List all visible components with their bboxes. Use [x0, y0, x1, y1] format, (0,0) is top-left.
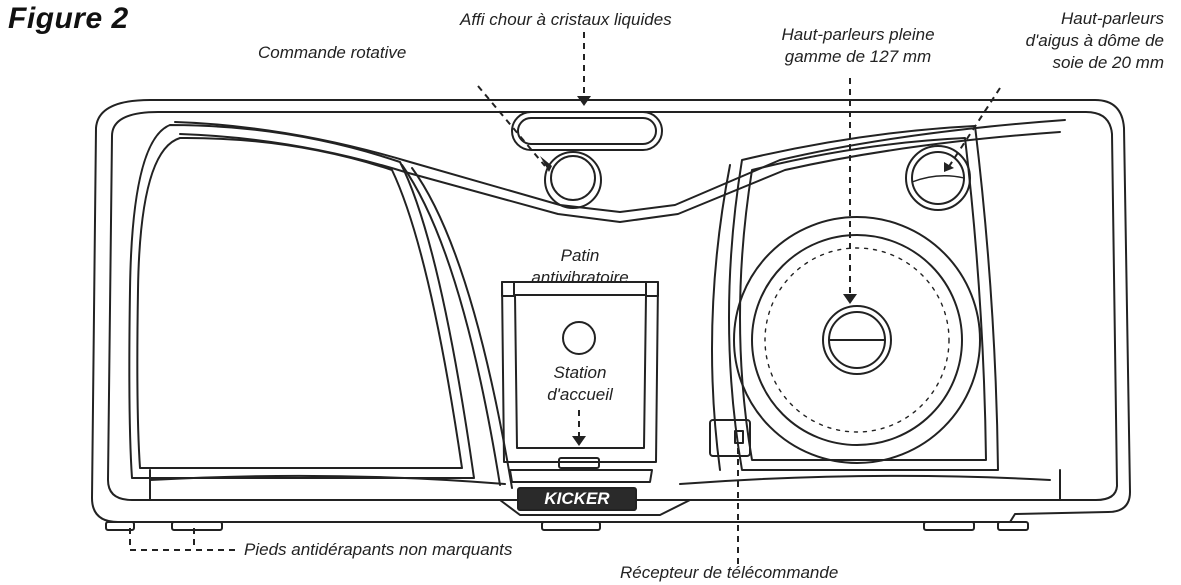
label-lcd: Affi chour à cristaux liquides [460, 10, 672, 29]
left-side-strip [401, 164, 501, 486]
label-knob: Commande rotative [258, 43, 407, 62]
dock-button [562, 321, 596, 355]
right-side-strip [711, 164, 731, 471]
arrow-woofer [843, 294, 857, 304]
top-contour-inner [179, 131, 1061, 223]
label-dock-line1: Station [553, 363, 607, 382]
leader-knob [477, 85, 546, 167]
label-dock-line2: d'accueil [547, 385, 613, 404]
label-tweeter: Haut-parleurs d'aigus à dôme de soie de … [1004, 8, 1164, 74]
knob-outer [544, 151, 602, 209]
base-band [149, 469, 1061, 516]
tweeter-dome [911, 151, 965, 205]
label-feet: Pieds antidérapants non marquants [244, 540, 513, 559]
foot-4 [923, 521, 975, 531]
woofer-cone [764, 247, 950, 433]
pad-right [645, 281, 659, 297]
housing-outline [91, 99, 1131, 523]
label-woofer: Haut-parleurs pleine gamme de 127 mm [758, 24, 958, 68]
leader-tweeter [947, 87, 1001, 169]
label-pad: Patin antivibratoire [520, 245, 640, 289]
label-pad-line2: antivibratoire [531, 268, 629, 287]
label-dock: Station d'accueil [520, 362, 640, 406]
leader-feet [129, 528, 240, 551]
label-tweeter-line2: d'aigus à dôme de [1025, 31, 1164, 50]
lcd-window [517, 117, 657, 145]
arrow-dock [572, 436, 586, 446]
foot-5 [997, 521, 1029, 531]
dock-connector [509, 469, 653, 483]
left-grille [136, 136, 463, 469]
right-panel [739, 137, 987, 461]
label-ir-receiver: Récepteur de télécommande [620, 563, 839, 582]
dock-frame [501, 281, 659, 463]
tweeter-outer [905, 145, 971, 211]
woofer-surround [751, 234, 963, 446]
housing-inner-rim [107, 111, 1118, 501]
left-grille-outer [128, 124, 475, 479]
knob-inner [550, 155, 596, 201]
label-pad-line1: Patin [560, 246, 600, 265]
right-panel-outer [728, 125, 999, 471]
arrow-tweeter [944, 162, 954, 172]
ir-receiver-window [709, 419, 751, 457]
lcd-window-outer [511, 111, 663, 151]
label-woofer-line1: Haut-parleurs pleine [781, 25, 935, 44]
foot-2 [171, 521, 223, 531]
label-woofer-line2: gamme de 127 mm [784, 47, 932, 66]
foot-1 [105, 521, 135, 531]
arrow-lcd [577, 96, 591, 106]
woofer-dust-cap-outer [822, 305, 892, 375]
woofer-outer-ring [733, 216, 981, 464]
top-contour [174, 119, 1066, 213]
brand-logo: KICKER [544, 489, 610, 508]
brand-badge [517, 487, 637, 511]
figure-title: Figure 2 [8, 2, 129, 35]
pad-left [501, 281, 515, 297]
arrow-knob [540, 156, 552, 172]
label-tweeter-line1: Haut-parleurs [1061, 9, 1164, 28]
label-tweeter-line3: soie de 20 mm [1052, 53, 1165, 72]
base-curve-right [679, 474, 1051, 485]
foot-3 [541, 521, 601, 531]
